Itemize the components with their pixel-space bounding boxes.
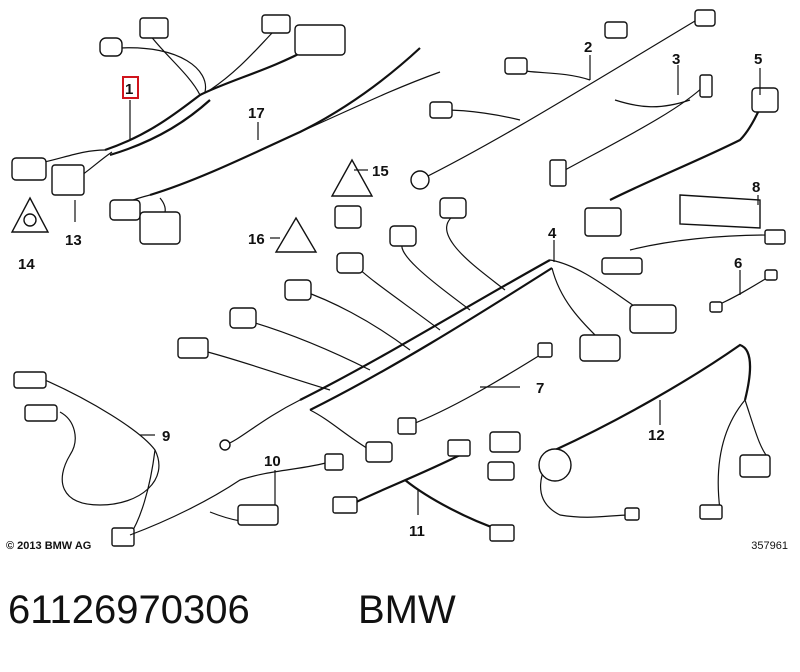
callout-7: 7 [536, 380, 544, 397]
callout-1-highlight-box [122, 76, 139, 99]
harness-17-drawing [109, 47, 441, 245]
callout-13: 13 [65, 232, 82, 249]
harness-1-drawing [11, 14, 346, 196]
callout-8: 8 [752, 179, 760, 196]
callout-16: 16 [248, 231, 265, 248]
callout-5: 5 [754, 51, 762, 68]
diagram-number: 357961 [751, 540, 788, 552]
callout-2: 2 [584, 39, 592, 56]
harness-3-drawing [549, 74, 713, 187]
callout-14: 14 [18, 256, 35, 273]
harness-9-drawing [13, 371, 160, 547]
brand-name: BMW [358, 588, 456, 632]
callout-4: 4 [548, 225, 557, 242]
callout-leaders [74, 55, 761, 515]
callout-11: 11 [409, 523, 425, 540]
callout-10: 10 [264, 453, 281, 470]
harness-7-drawing [397, 342, 553, 435]
callout-9: 9 [162, 428, 170, 445]
callout-1: 1 [125, 81, 133, 98]
footer: 61126970306 BMW [0, 580, 800, 650]
harness-10-drawing [129, 453, 344, 536]
harness-12-drawing [487, 343, 771, 521]
copyright-text: © 2013 BMW AG [6, 540, 92, 552]
callout-6: 6 [734, 255, 742, 272]
harness-6-drawing [709, 269, 778, 313]
grommet-part-icon [334, 205, 362, 229]
callout-17: 17 [248, 105, 265, 122]
callout-12: 12 [648, 427, 665, 444]
callout-15: 15 [372, 163, 389, 180]
warning-label-16-icon [274, 216, 318, 253]
harness-5-drawing [584, 87, 779, 237]
harness-4-drawing [177, 197, 677, 463]
callout-3: 3 [672, 51, 680, 68]
harness-11-drawing [332, 439, 515, 542]
part-number: 61126970306 [8, 588, 250, 632]
harness-8-drawing [601, 194, 786, 275]
callouts: 1 2 3 4 5 6 7 8 9 10 11 12 13 14 15 16 1… [18, 39, 762, 540]
wiring-harness-diagram: 1 2 3 4 5 6 7 8 9 10 11 12 13 14 15 16 1… [10, 9, 786, 547]
harness-2-drawing [410, 9, 716, 190]
warning-label-14-icon [10, 196, 50, 233]
warning-label-15-icon [330, 158, 374, 197]
